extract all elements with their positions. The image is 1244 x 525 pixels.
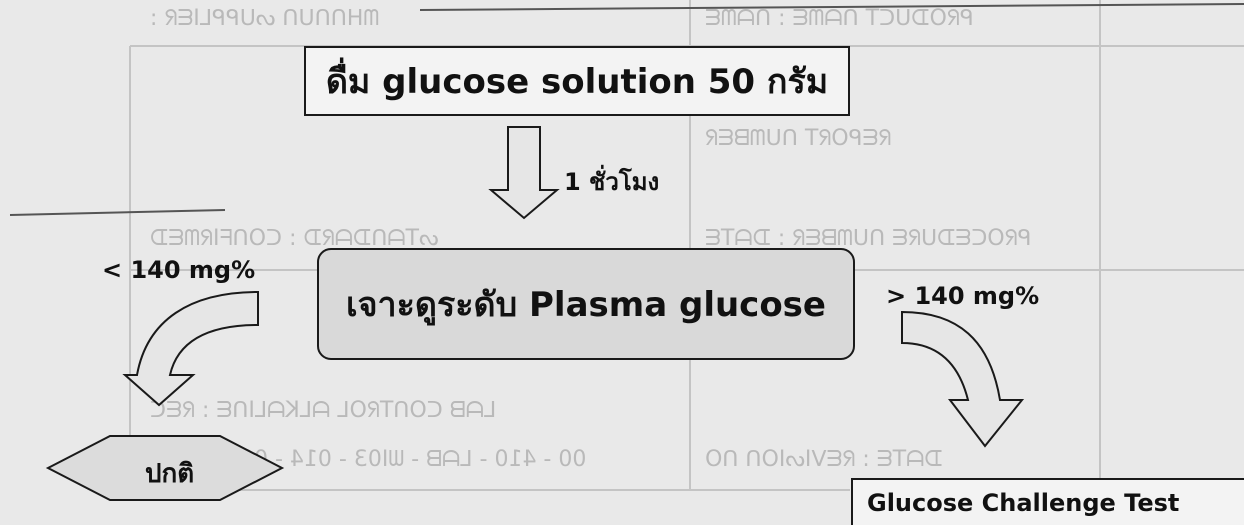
normal-diamond-shape bbox=[45, 435, 285, 501]
result-glucose-challenge-test-box: Glucose Challenge Test bbox=[851, 478, 1244, 525]
result-normal-label: ปกติ bbox=[145, 459, 195, 489]
branch-low-label: < 140 mg% bbox=[102, 256, 256, 284]
curved-arrow-left-icon bbox=[122, 290, 259, 407]
curved-arrow-right-icon bbox=[901, 310, 1025, 448]
down-arrow-icon bbox=[488, 126, 560, 220]
interval-label: 1 ชั่วโมง bbox=[564, 168, 660, 196]
step-plasma-glucose-box: เจาะดูระดับ Plasma glucose bbox=[317, 248, 855, 360]
branch-high-label: > 140 mg% bbox=[886, 282, 1040, 310]
step-drink-glucose-box: ดื่ม glucose solution 50 กรัม bbox=[304, 46, 850, 116]
